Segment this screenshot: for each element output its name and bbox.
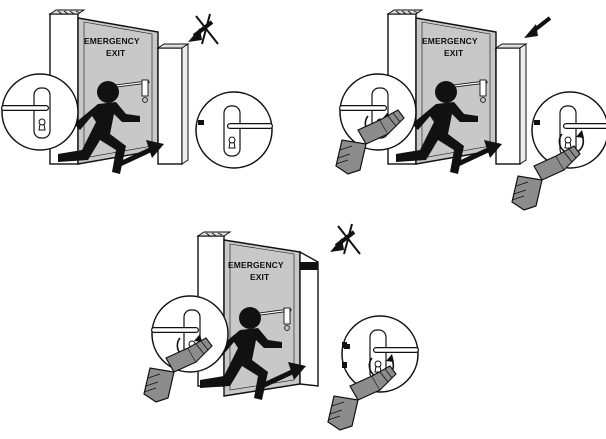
arrow-icon <box>524 18 550 38</box>
sign-line-2: EXIT <box>250 272 270 282</box>
panel-top-left: EMERGENCY EXIT <box>2 10 272 174</box>
sign-line-2: EXIT <box>444 48 464 58</box>
sign-line-1: EMERGENCY <box>84 36 140 46</box>
panel-bottom-center: EMERGENCY EXIT <box>144 224 418 430</box>
door-handle-icon <box>2 74 78 150</box>
crossed-arrow-icon <box>188 14 218 44</box>
sign-line-1: EMERGENCY <box>228 260 284 270</box>
panel-top-right: EMERGENCY EXIT <box>336 10 606 210</box>
crossed-arrow-icon <box>330 224 360 254</box>
sign-line-2: EXIT <box>106 48 126 58</box>
door-handle-icon <box>196 92 272 168</box>
sign-line-1: EMERGENCY <box>422 36 478 46</box>
